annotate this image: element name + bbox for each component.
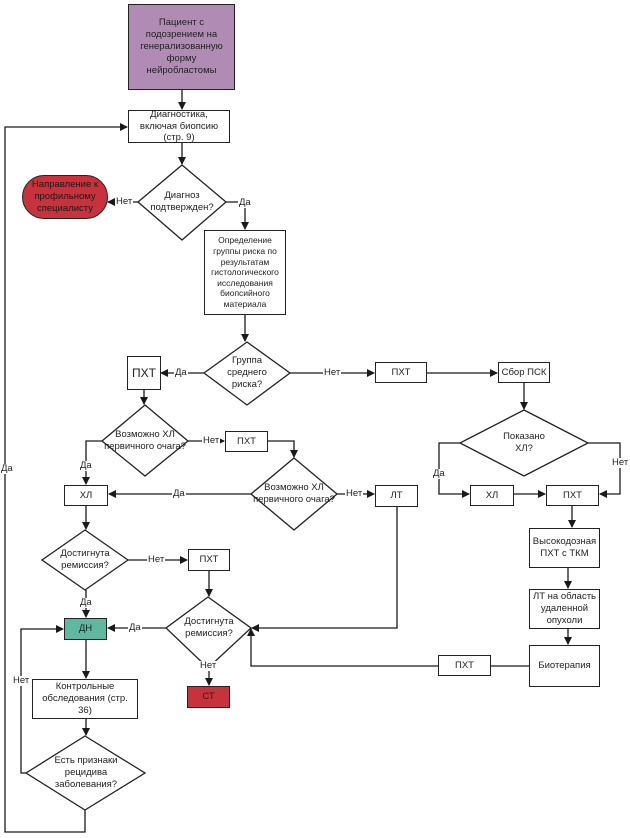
edge xyxy=(588,442,621,498)
edge-label-no: Нет xyxy=(345,488,364,499)
remission-2-text: Достигнута ремиссия? xyxy=(184,616,234,639)
edge-label-yes: Да xyxy=(79,460,93,471)
lt-area-node: ЛТ на область удаленной опухоли xyxy=(529,589,600,629)
xl-indicated-text: Показано ХЛ? xyxy=(503,431,545,454)
remission-1-text: Достигнута ремиссия? xyxy=(60,548,110,571)
dn-node: ДН xyxy=(64,618,107,640)
start-node: Пациент с подозрением на генерализованну… xyxy=(128,4,235,90)
edge-label-yes: Да xyxy=(0,463,14,474)
edge xyxy=(247,628,438,667)
decision-medium-risk xyxy=(202,341,292,406)
edge-label-no: Нет xyxy=(147,554,166,565)
pcht-2-node: ПХТ xyxy=(225,431,268,452)
xl-left-node: ХЛ xyxy=(64,485,108,506)
edge-label-yes: Да xyxy=(432,468,446,479)
edge-label-no: Нет xyxy=(323,367,342,378)
relapse-text: Есть признаки рецидива заболевания? xyxy=(54,755,118,790)
decision-diag-confirmed xyxy=(136,164,228,241)
xl-possible-1-text: Возможно ХЛ первичного очага? xyxy=(104,429,186,452)
edge-label-yes: Да xyxy=(238,197,252,208)
risk-group-definition-node: Определение группы риска по результатам … xyxy=(204,230,286,315)
edge-label-no: Нет xyxy=(202,435,221,446)
edge-label-no: Нет xyxy=(611,457,630,468)
st-node: СТ xyxy=(187,686,230,708)
control-exams-node: Контрольные обследования (стр. 36) xyxy=(32,679,138,719)
high-dose-node: Высокодозная ПХТ с ТКМ xyxy=(529,528,600,568)
lt-mid-node: ЛТ xyxy=(375,485,418,507)
psk-collection-node: Сбор ПСК xyxy=(498,362,550,383)
pcht-right-node: ПХТ xyxy=(546,485,599,506)
edge-label-yes: Да xyxy=(79,597,93,608)
pcht-3-node: ПХТ xyxy=(188,549,230,571)
decision-xl-indicated xyxy=(458,409,590,477)
xl-right-node: ХЛ xyxy=(470,485,514,506)
biotherapy-node: Биотерапия xyxy=(529,645,600,687)
edge xyxy=(268,440,298,458)
referral-node: Направление к профильному специалисту xyxy=(22,175,108,219)
pcht-left-node: ПХТ xyxy=(127,356,161,390)
xl-possible-2-text: Возможно ХЛ первичного очага? xyxy=(253,482,335,505)
edge-label-yes: Да xyxy=(128,622,142,633)
edge xyxy=(4,123,128,833)
pcht-mid-node: ПХТ xyxy=(375,362,427,383)
edge xyxy=(251,507,398,632)
decision-remission-1 xyxy=(40,529,130,591)
decision-xl-possible-1 xyxy=(100,404,190,477)
edge-label-no: Нет xyxy=(12,675,31,686)
edge-label-yes: Да xyxy=(174,367,188,378)
edge xyxy=(438,442,470,498)
edge-label-yes: Да xyxy=(172,488,186,499)
diagnostics-node: Диагностика, включая биопсию (стр. 9) xyxy=(128,109,230,143)
edge-label-no: Нет xyxy=(115,196,134,207)
diag-confirmed-text: Диагноз подтвержден? xyxy=(150,190,214,213)
edge-label-no: Нет xyxy=(199,660,218,671)
medium-risk-text: Группа среднего риска? xyxy=(227,355,267,390)
edge xyxy=(20,625,64,774)
decision-xl-possible-2 xyxy=(249,457,339,531)
pcht-bottom-node: ПХТ xyxy=(438,655,491,676)
